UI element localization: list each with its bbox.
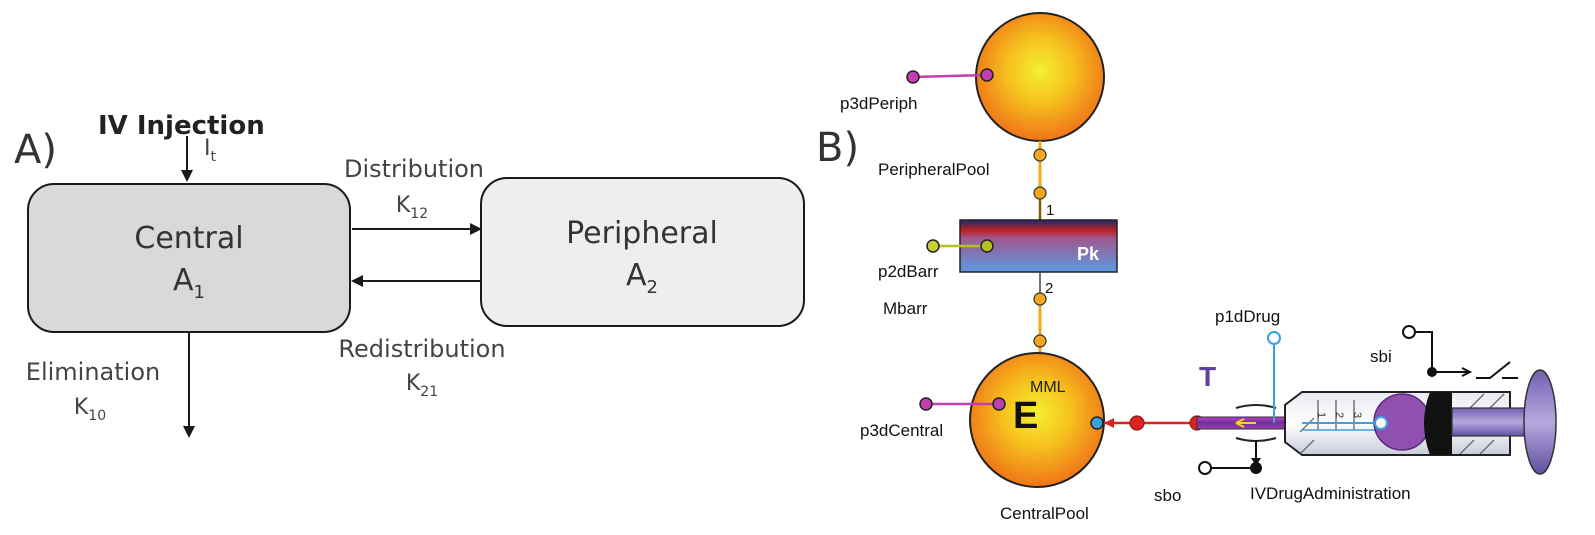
sbi-wire	[1415, 331, 1470, 373]
sbi-arrowhead	[1461, 367, 1473, 377]
sbi-label: sbi	[1370, 347, 1392, 366]
valve-top	[1235, 404, 1277, 409]
mml-label: MML	[1030, 379, 1066, 396]
scale-label-3: 3	[1351, 412, 1363, 418]
central-compartment	[27, 183, 351, 333]
peripheral-amount-label: A2	[626, 258, 658, 298]
central-pool-inlet-port[interactable]	[1090, 416, 1104, 430]
elimination-label: Elimination	[26, 358, 160, 386]
iv-injection-title: IV Injection	[98, 111, 265, 141]
panel-a: A) IV Injection It Central A1 Peripheral…	[14, 111, 805, 438]
elimination-rate-label: K10	[74, 395, 106, 424]
syringe-hatch-6	[1489, 393, 1505, 409]
peripheral-name: Peripheral	[566, 216, 718, 251]
peripheral-pool-label: PeripheralPool	[878, 160, 990, 179]
panel-b-label: B)	[816, 125, 859, 171]
syringe-hatch-5	[1469, 393, 1485, 409]
injection-rate-label: It	[204, 136, 217, 165]
sbo-port[interactable]	[1198, 461, 1212, 475]
port-pool-peripheral[interactable]	[1033, 148, 1047, 162]
port-1-label: 1	[1046, 202, 1054, 219]
p1ddrug-port[interactable]	[1267, 331, 1281, 345]
p3dperiph-port-outer[interactable]	[906, 70, 920, 84]
scale-label-2: 2	[1333, 412, 1345, 418]
p2dbarr-port-outer[interactable]	[926, 239, 940, 253]
drug-flow-arrowhead	[1104, 418, 1114, 428]
mbarr-label: Mbarr	[883, 299, 928, 318]
needle-flow-arrow	[1235, 418, 1256, 428]
pk-label: Pk	[1077, 244, 1100, 264]
port-2-lower[interactable]	[1033, 292, 1047, 306]
peripheral-pool-sphere[interactable]	[975, 12, 1105, 142]
p3dcentral-port-inner[interactable]	[992, 397, 1006, 411]
panel-a-label: A)	[14, 127, 57, 173]
distribution-rate-label: K12	[396, 193, 428, 222]
t-label: T	[1199, 361, 1216, 392]
panel-b: B) p3dPeriph PeripheralPool 1 Pk p2dBarr…	[816, 12, 1557, 523]
switch-symbol	[1476, 361, 1518, 379]
e-label: E	[1013, 395, 1038, 437]
plunger-thumb-rest[interactable]	[1523, 369, 1557, 475]
p2dbarr-label: p2dBarr	[878, 262, 939, 281]
central-pool-sphere[interactable]	[969, 352, 1105, 488]
redistribution-rate-label: K21	[406, 371, 438, 400]
p3dperiph-connector	[912, 73, 988, 79]
iv-drug-administration-label: IVDrugAdministration	[1250, 484, 1411, 503]
syringe-hatch-4	[1479, 439, 1495, 455]
syringe-hatch-3	[1459, 439, 1475, 455]
plunger-seal	[1424, 392, 1452, 455]
distribution-label: Distribution	[344, 155, 484, 183]
plunger-inner-port[interactable]	[1374, 416, 1388, 430]
flow-mid-port[interactable]	[1129, 415, 1145, 431]
syringe-hatch-1	[1299, 439, 1315, 455]
p3dcentral-port-outer[interactable]	[919, 397, 933, 411]
port-2-label: 2	[1045, 280, 1053, 297]
sbo-node[interactable]	[1250, 462, 1262, 474]
sbi-port[interactable]	[1402, 325, 1416, 339]
p3dperiph-port-inner[interactable]	[980, 68, 994, 82]
port-pool-central[interactable]	[1033, 334, 1047, 348]
sbo-label: sbo	[1154, 486, 1181, 505]
central-amount-label: A1	[173, 263, 205, 303]
sbi-node[interactable]	[1427, 367, 1437, 377]
central-pool-label: CentralPool	[1000, 504, 1089, 523]
p3dcentral-label: p3dCentral	[860, 421, 943, 440]
port-1-upper[interactable]	[1033, 186, 1047, 200]
scale-label-1: 1	[1315, 412, 1327, 418]
p1ddrug-label: p1dDrug	[1215, 307, 1280, 326]
central-name: Central	[134, 221, 243, 256]
redistribution-label: Redistribution	[338, 335, 505, 363]
p2dbarr-port-inner[interactable]	[980, 239, 994, 253]
p3dperiph-label: p3dPeriph	[840, 94, 918, 113]
plunger-rod	[1451, 407, 1533, 437]
peripheral-compartment	[480, 177, 805, 327]
